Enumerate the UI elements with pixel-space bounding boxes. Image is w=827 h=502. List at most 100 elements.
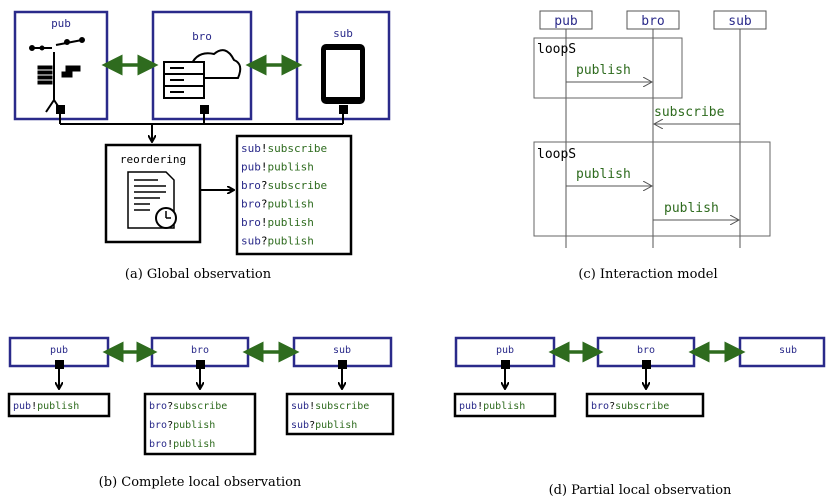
document-clock-icon [127,171,177,229]
log-entry: bro?subscribe [149,401,227,412]
log-entry-actor: bro [149,420,167,431]
log-entry: sub?publish [241,235,314,248]
node-d-pub-label: pub [496,345,514,356]
log-entry-action: publish [173,439,215,450]
caption-d: (d) Partial local observation [549,483,732,498]
log-entry-action: publish [268,198,314,211]
server-cloud-icon [163,49,242,99]
log-b-bro-box [143,392,257,456]
log-entry-actor: bro [241,198,261,211]
loop-label-1: loopS [537,42,576,57]
log-entry-sep: ? [261,235,268,248]
log-entry-action: publish [268,235,314,248]
reordering-label: reordering [120,153,186,166]
log-d-pub-box [453,392,557,418]
log-entry-action: publish [315,420,357,431]
node-b-sub-label: sub [333,345,351,356]
port-b-sub [338,360,347,369]
log-b-sub-box [285,392,395,436]
log-entry-sep: ! [261,142,268,155]
log-entry: bro?subscribe [241,179,327,192]
log-entry: sub?publish [291,420,357,431]
log-entry-action: publish [268,161,314,174]
log-d-pub: pub!publish [459,401,525,412]
log-entry: bro!publish [241,216,314,229]
node-b-pub-label: pub [50,345,68,356]
panel-b: pub bro sub pub!publish bro?subscribebro… [7,336,395,490]
msg-publish-2-label: publish [576,167,631,182]
node-sub-label: sub [333,27,353,40]
port-b-pub [55,360,64,369]
loop-frame-1 [533,37,683,99]
panel-d: pub bro sub pub!publish bro?subscribe (d… [453,336,826,498]
log-entry-sep: ? [309,420,315,431]
caption-b: (b) Complete local observation [99,475,302,490]
node-pub-label: pub [51,17,71,30]
node-d-sub [738,336,826,368]
msg-publish-1-label: publish [576,63,631,78]
log-entry-actor: pub [241,161,261,174]
panel-a: pub bro sub [13,10,391,282]
node-pub [13,10,109,121]
lifeline-label-pub: pub [554,14,578,29]
log-entry-sep: ? [167,420,173,431]
global-log: sub!subscribepub!publishbro?subscribebro… [241,142,327,248]
log-entry-sep: ! [477,401,483,412]
log-entry-actor: pub [459,401,477,412]
log-entry-sep: ? [609,401,615,412]
msg-publish-3-label: publish [664,201,719,216]
log-entry-sep: ! [309,401,315,412]
log-entry: pub!publish [459,401,525,412]
log-entry-actor: bro [241,216,261,229]
log-entry-actor: sub [241,235,261,248]
log-entry-sep: ! [167,439,173,450]
port-d-bro [642,360,651,369]
log-entry-actor: sub [291,420,309,431]
log-entry: bro?publish [149,420,215,431]
node-d-sub-label: sub [779,345,797,356]
node-b-bro-label: bro [191,345,209,356]
node-d-bro-label: bro [637,345,655,356]
caption-c: (c) Interaction model [578,267,717,282]
log-b-pub-box [7,392,111,418]
lifeline-label-sub: sub [728,14,752,29]
log-entry-sep: ? [167,401,173,412]
loop-frame-2 [533,141,771,237]
log-entry-actor: bro [591,401,609,412]
log-entry: sub!subscribe [291,401,369,412]
log-entry-actor: bro [241,179,261,192]
loop-label-2: loopS [537,147,576,162]
log-entry-action: publish [37,401,79,412]
lifelines [565,29,741,248]
log-b-pub: pub!publish [13,401,79,412]
log-entry-action: subscribe [173,401,227,412]
log-entry-actor: sub [241,142,261,155]
port-pub [56,105,65,114]
log-entry: sub!subscribe [241,142,327,155]
lifeline-label-bro: bro [641,14,664,29]
log-entry-actor: bro [149,401,167,412]
log-entry-action: publish [268,216,314,229]
smartphone-icon [321,44,365,104]
log-entry-action: subscribe [315,401,369,412]
log-entry-action: publish [483,401,525,412]
log-entry-sep: ? [261,198,268,211]
log-entry-actor: bro [149,439,167,450]
log-entry-actor: pub [13,401,31,412]
log-entry-action: subscribe [268,142,328,155]
caption-a: (a) Global observation [125,267,272,282]
log-d-bro: bro?subscribe [591,401,669,412]
log-entry: bro?publish [241,198,314,211]
log-entry: bro?subscribe [591,401,669,412]
log-entry-actor: sub [291,401,309,412]
log-entry: bro!publish [149,439,215,450]
port-d-pub [501,360,510,369]
log-entry-sep: ? [261,179,268,192]
log-entry: pub!publish [13,401,79,412]
lifeline-headers: pub bro sub [539,10,767,30]
log-entry-action: subscribe [268,179,328,192]
node-bro-label: bro [192,30,212,43]
